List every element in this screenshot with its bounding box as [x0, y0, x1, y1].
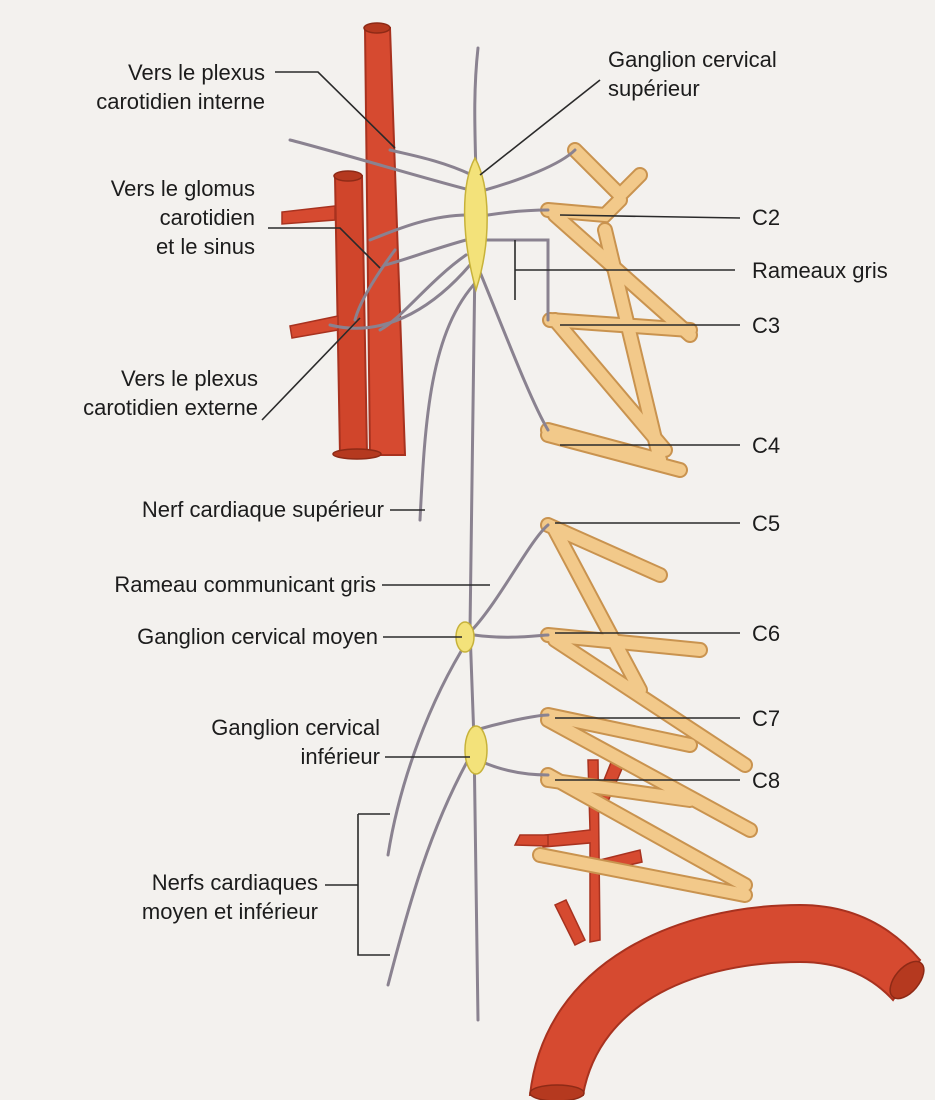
ganglion-inferieur — [465, 726, 487, 774]
label-c6: C6 — [752, 619, 780, 648]
carotid-arteries — [282, 23, 405, 459]
label-c4: C4 — [752, 431, 780, 460]
label-c8: C8 — [752, 766, 780, 795]
label-ganglion-superieur: Ganglion cervical supérieur — [608, 45, 838, 103]
artery-branch-upper — [282, 206, 335, 224]
artery-branch-lower — [290, 316, 338, 338]
label-ganglion-moyen: Ganglion cervical moyen — [0, 622, 378, 651]
label-nerfs-cardiaques: Nerfs cardiaques moyen et inférieur — [20, 868, 318, 926]
label-c7: C7 — [752, 704, 780, 733]
label-c2: C2 — [752, 203, 780, 232]
label-glomus: Vers le glomus carotidien et le sinus — [10, 174, 255, 261]
label-c5: C5 — [752, 509, 780, 538]
label-plexus-externe: Vers le plexus carotidien externe — [0, 364, 258, 422]
label-nerf-cardiaque-sup: Nerf cardiaque supérieur — [0, 495, 384, 524]
label-ganglion-inferieur: Ganglion cervical inférieur — [90, 713, 380, 771]
internal-carotid-artery — [365, 28, 405, 455]
label-plexus-interne: Vers le plexus carotidien interne — [10, 58, 265, 116]
external-carotid-artery — [335, 176, 367, 455]
aortic-arch-vessel — [530, 905, 920, 1095]
ganglion-superieur — [465, 158, 488, 290]
label-rameaux-gris: Rameaux gris — [752, 256, 888, 285]
label-c3: C3 — [752, 311, 780, 340]
sympathetic-chain — [290, 48, 575, 1020]
label-rameau-communicant: Rameau communicant gris — [0, 570, 376, 599]
